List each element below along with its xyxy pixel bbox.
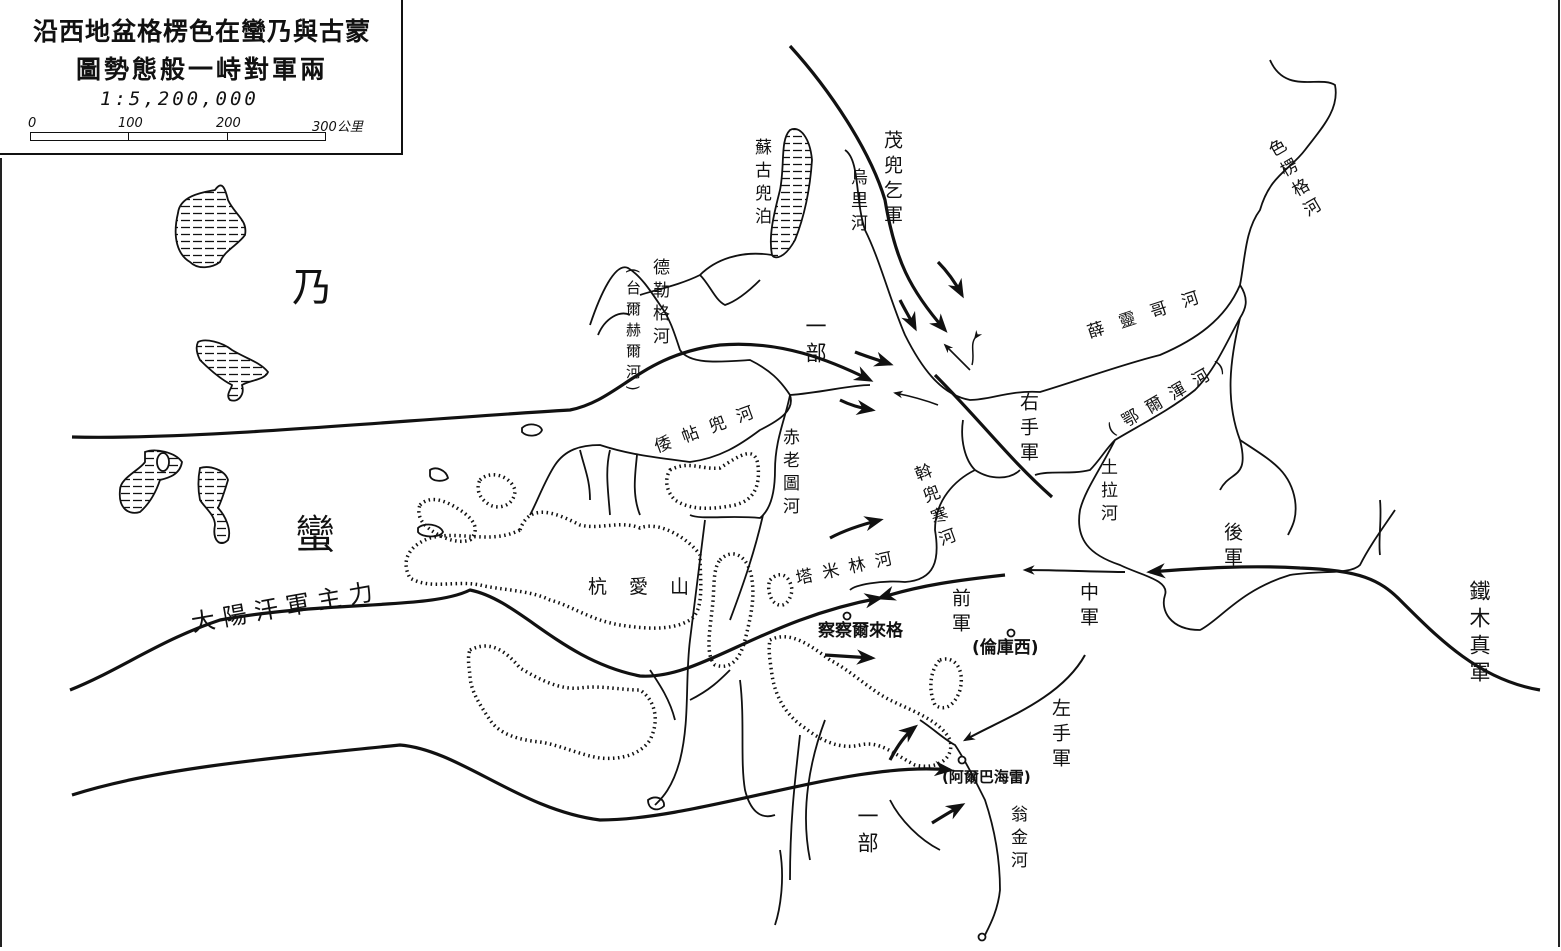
- place-label-chachaer: 察察爾來格: [818, 621, 903, 641]
- lake-label-kusugul: 蘇古兜泊: [751, 138, 771, 230]
- map-border-right: [1558, 0, 1560, 947]
- army-label-detachment-south: 一部: [855, 805, 879, 859]
- short-arrows: [824, 260, 983, 825]
- river-label-tula: 土拉河: [1097, 458, 1117, 527]
- place-label-xikulun: (西庫倫): [972, 638, 1039, 658]
- mountain-label-hangai: 杭愛山: [588, 576, 712, 598]
- place-label-arbaihaire: (阿爾巴海雷): [942, 768, 1031, 786]
- river-label-ongjin: 翁金河: [1007, 805, 1027, 874]
- river-label-delger: 德勒格河: [649, 258, 669, 350]
- army-label-rear: 後軍: [1221, 522, 1243, 572]
- river-label-muren: 烏里河: [847, 168, 867, 237]
- scale-tick-100: 100: [118, 116, 143, 131]
- legend-box: 沿西地盆格楞色在蠻乃與古蒙 圖勢態般一峙對軍兩 1:5,200,000 0 10…: [0, 0, 403, 155]
- army-label-center: 中軍: [1077, 582, 1099, 632]
- mountains: [404, 451, 963, 768]
- rivers: [529, 59, 1396, 936]
- lakes: [118, 128, 813, 545]
- scale-ratio: 1:5,200,000: [100, 88, 259, 110]
- army-label-mangdo: 茂兜乞軍: [881, 130, 903, 230]
- scale-tick-300: 300公里: [312, 120, 363, 135]
- map-title-line-1: 沿西地盆格楞色在蠻乃與古蒙: [32, 17, 371, 46]
- map-title-line-2: 圖勢態般一峙對軍兩: [75, 55, 328, 84]
- region-label-nai: 乃: [292, 265, 332, 311]
- army-label-detachment-north: 一部: [803, 315, 827, 369]
- short-arrows-thin: [893, 343, 971, 406]
- town-markers: [842, 611, 1016, 942]
- army-routes: [69, 44, 1541, 822]
- army-label-left-wing: 左手軍: [1049, 698, 1071, 773]
- scale-bar: [30, 132, 326, 141]
- map-border-left: [0, 158, 2, 947]
- army-label-vanguard: 前軍: [949, 588, 971, 638]
- army-label-temujin: 鐵木真軍: [1467, 580, 1491, 688]
- river-label-taier: (台爾赫爾河): [624, 268, 642, 397]
- army-label-right-wing: 右手軍: [1017, 392, 1039, 467]
- region-label-man: 蠻: [295, 512, 335, 558]
- river-label-chilaotu: 赤老圖河: [779, 428, 799, 520]
- scale-tick-0: 0: [28, 116, 37, 131]
- scale-tick-200: 200: [216, 116, 241, 131]
